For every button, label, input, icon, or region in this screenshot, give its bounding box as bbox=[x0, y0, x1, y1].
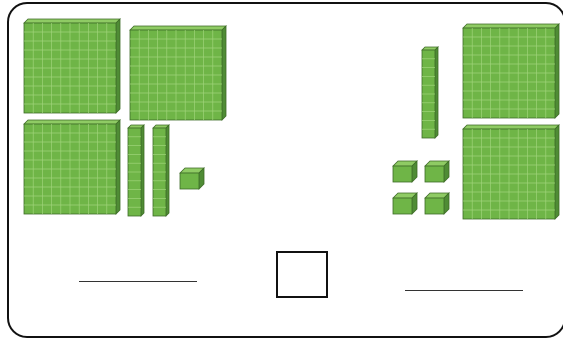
hundred-flat-block bbox=[463, 125, 559, 219]
ten-rod-block bbox=[153, 125, 169, 216]
answer-blank-right[interactable] bbox=[405, 290, 523, 291]
comparison-symbol-box[interactable] bbox=[276, 251, 328, 298]
unit-cube-block bbox=[393, 193, 417, 214]
hundred-flat-block bbox=[24, 19, 120, 113]
hundred-flat-block bbox=[463, 24, 559, 118]
hundred-flat-block bbox=[130, 26, 226, 120]
unit-cube-block bbox=[425, 161, 449, 182]
answer-blank-left[interactable] bbox=[79, 281, 197, 282]
hundred-flat-block bbox=[24, 120, 120, 214]
unit-cube-block bbox=[180, 168, 204, 189]
unit-cube-block bbox=[425, 193, 449, 214]
unit-cube-block bbox=[393, 161, 417, 182]
ten-rod-block bbox=[128, 125, 144, 216]
ten-rod-block bbox=[422, 47, 438, 138]
